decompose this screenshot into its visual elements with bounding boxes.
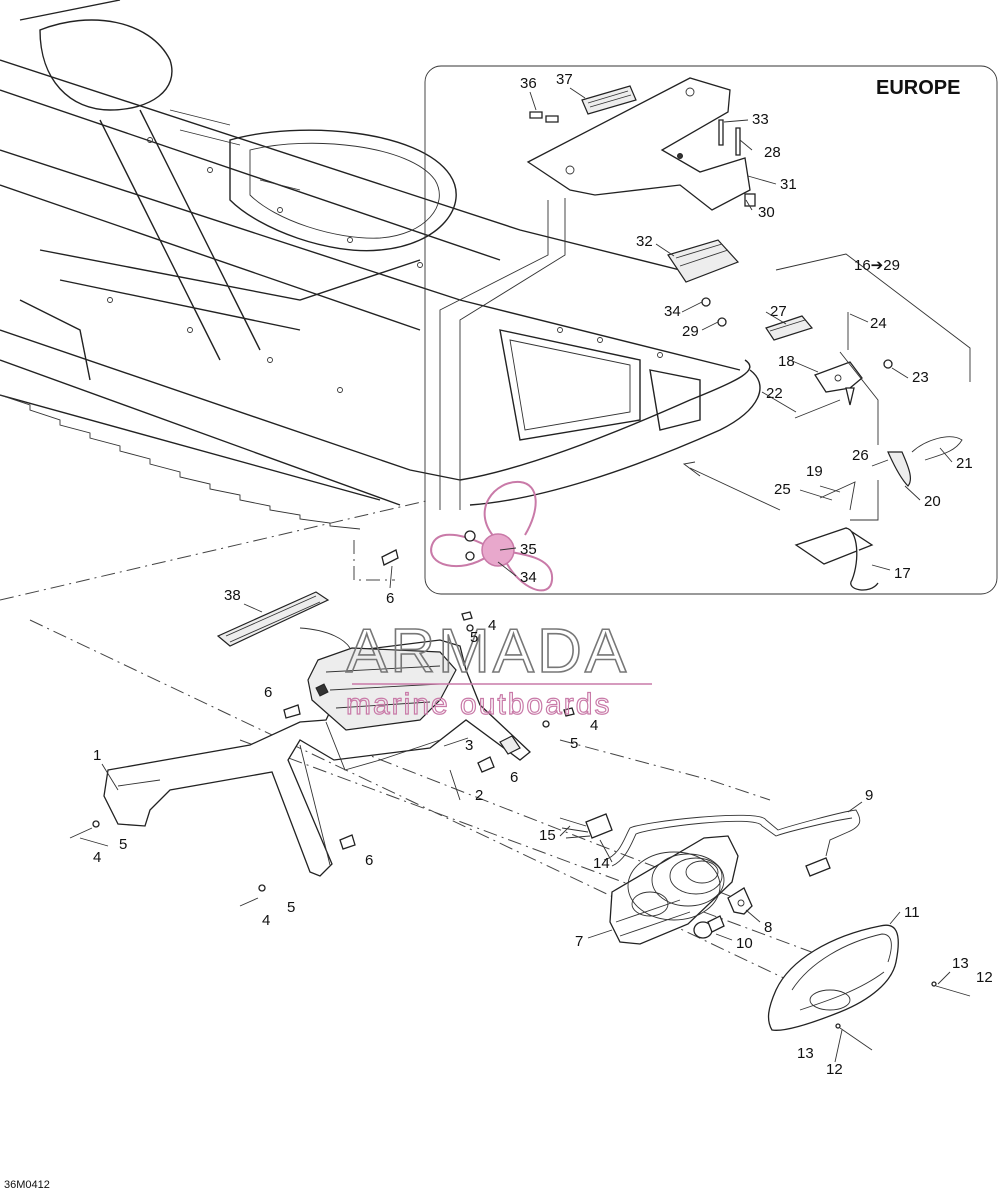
callout-12: 12 bbox=[976, 969, 993, 986]
callout-29: 29 bbox=[682, 323, 699, 340]
lamp-housing-7 bbox=[609, 835, 739, 945]
callout-4: 4 bbox=[488, 617, 496, 634]
snowmobile-frame bbox=[0, 0, 761, 530]
callout-21: 21 bbox=[956, 455, 973, 472]
callout-38: 38 bbox=[224, 587, 241, 604]
callout-5: 5 bbox=[119, 836, 127, 853]
callout-6: 6 bbox=[386, 590, 394, 607]
europe-inset: EUROPE bbox=[424, 65, 998, 595]
callout-17: 17 bbox=[894, 565, 911, 582]
callout-13: 13 bbox=[952, 955, 969, 972]
callout-11: 11 bbox=[904, 904, 920, 921]
callout-7: 7 bbox=[575, 933, 583, 950]
callout-19: 19 bbox=[806, 463, 823, 480]
callout-10: 10 bbox=[736, 935, 753, 952]
callout-33: 33 bbox=[752, 111, 769, 128]
callout-1: 1 bbox=[93, 747, 101, 764]
callout-4: 4 bbox=[93, 849, 101, 866]
callout-4: 4 bbox=[590, 717, 598, 734]
callout-30: 30 bbox=[758, 204, 775, 221]
armada-watermark: ARMADA marine outboards bbox=[345, 616, 652, 722]
callout-16-29: 16➔29 bbox=[854, 257, 900, 274]
callout-14: 14 bbox=[593, 855, 610, 872]
region-title: EUROPE bbox=[876, 77, 960, 99]
leader-lines bbox=[79, 87, 953, 1063]
callout-5: 5 bbox=[470, 629, 478, 646]
callout-24: 24 bbox=[870, 315, 887, 332]
bolt-6-set bbox=[283, 549, 495, 850]
watermark-name: ARMADA bbox=[346, 617, 629, 686]
callout-34: 34 bbox=[664, 303, 681, 320]
callout-37: 37 bbox=[556, 71, 573, 88]
callout-23: 23 bbox=[912, 369, 929, 386]
callout-9: 9 bbox=[865, 787, 873, 804]
lens-11 bbox=[767, 924, 899, 1031]
callout-3: 3 bbox=[465, 737, 473, 754]
callout-27: 27 bbox=[770, 303, 787, 320]
callout-5: 5 bbox=[570, 735, 578, 752]
bulb-10 bbox=[693, 915, 725, 939]
callout-34: 34 bbox=[520, 569, 537, 586]
rear-bumper-assembly bbox=[0, 499, 971, 1051]
callout-12: 12 bbox=[826, 1061, 843, 1078]
callout-22: 22 bbox=[766, 385, 783, 402]
callout-2: 2 bbox=[475, 787, 483, 804]
watermark-tagline: marine outboards bbox=[346, 688, 611, 721]
callout-labels: 1 2 3 4 5 4 5 4 5 4 5 6 6 6 6 7 8 9 10 1… bbox=[93, 71, 993, 1078]
bolt-4-set bbox=[69, 611, 575, 907]
drawing-code: 36M0412 bbox=[4, 1179, 50, 1191]
callout-5: 5 bbox=[287, 899, 295, 916]
callout-31: 31 bbox=[780, 176, 797, 193]
callout-25: 25 bbox=[774, 481, 791, 498]
callout-4: 4 bbox=[262, 912, 270, 929]
callout-6: 6 bbox=[510, 769, 518, 786]
callout-18: 18 bbox=[778, 353, 795, 370]
callout-26: 26 bbox=[852, 447, 869, 464]
callout-35: 35 bbox=[520, 541, 537, 558]
callout-20: 20 bbox=[924, 493, 941, 510]
callout-28: 28 bbox=[764, 144, 781, 161]
callout-6: 6 bbox=[264, 684, 272, 701]
callout-15: 15 bbox=[539, 827, 556, 844]
callout-6: 6 bbox=[365, 852, 373, 869]
callout-13: 13 bbox=[797, 1045, 814, 1062]
callout-8: 8 bbox=[764, 919, 772, 936]
callout-36: 36 bbox=[520, 75, 537, 92]
callout-32: 32 bbox=[636, 233, 653, 250]
